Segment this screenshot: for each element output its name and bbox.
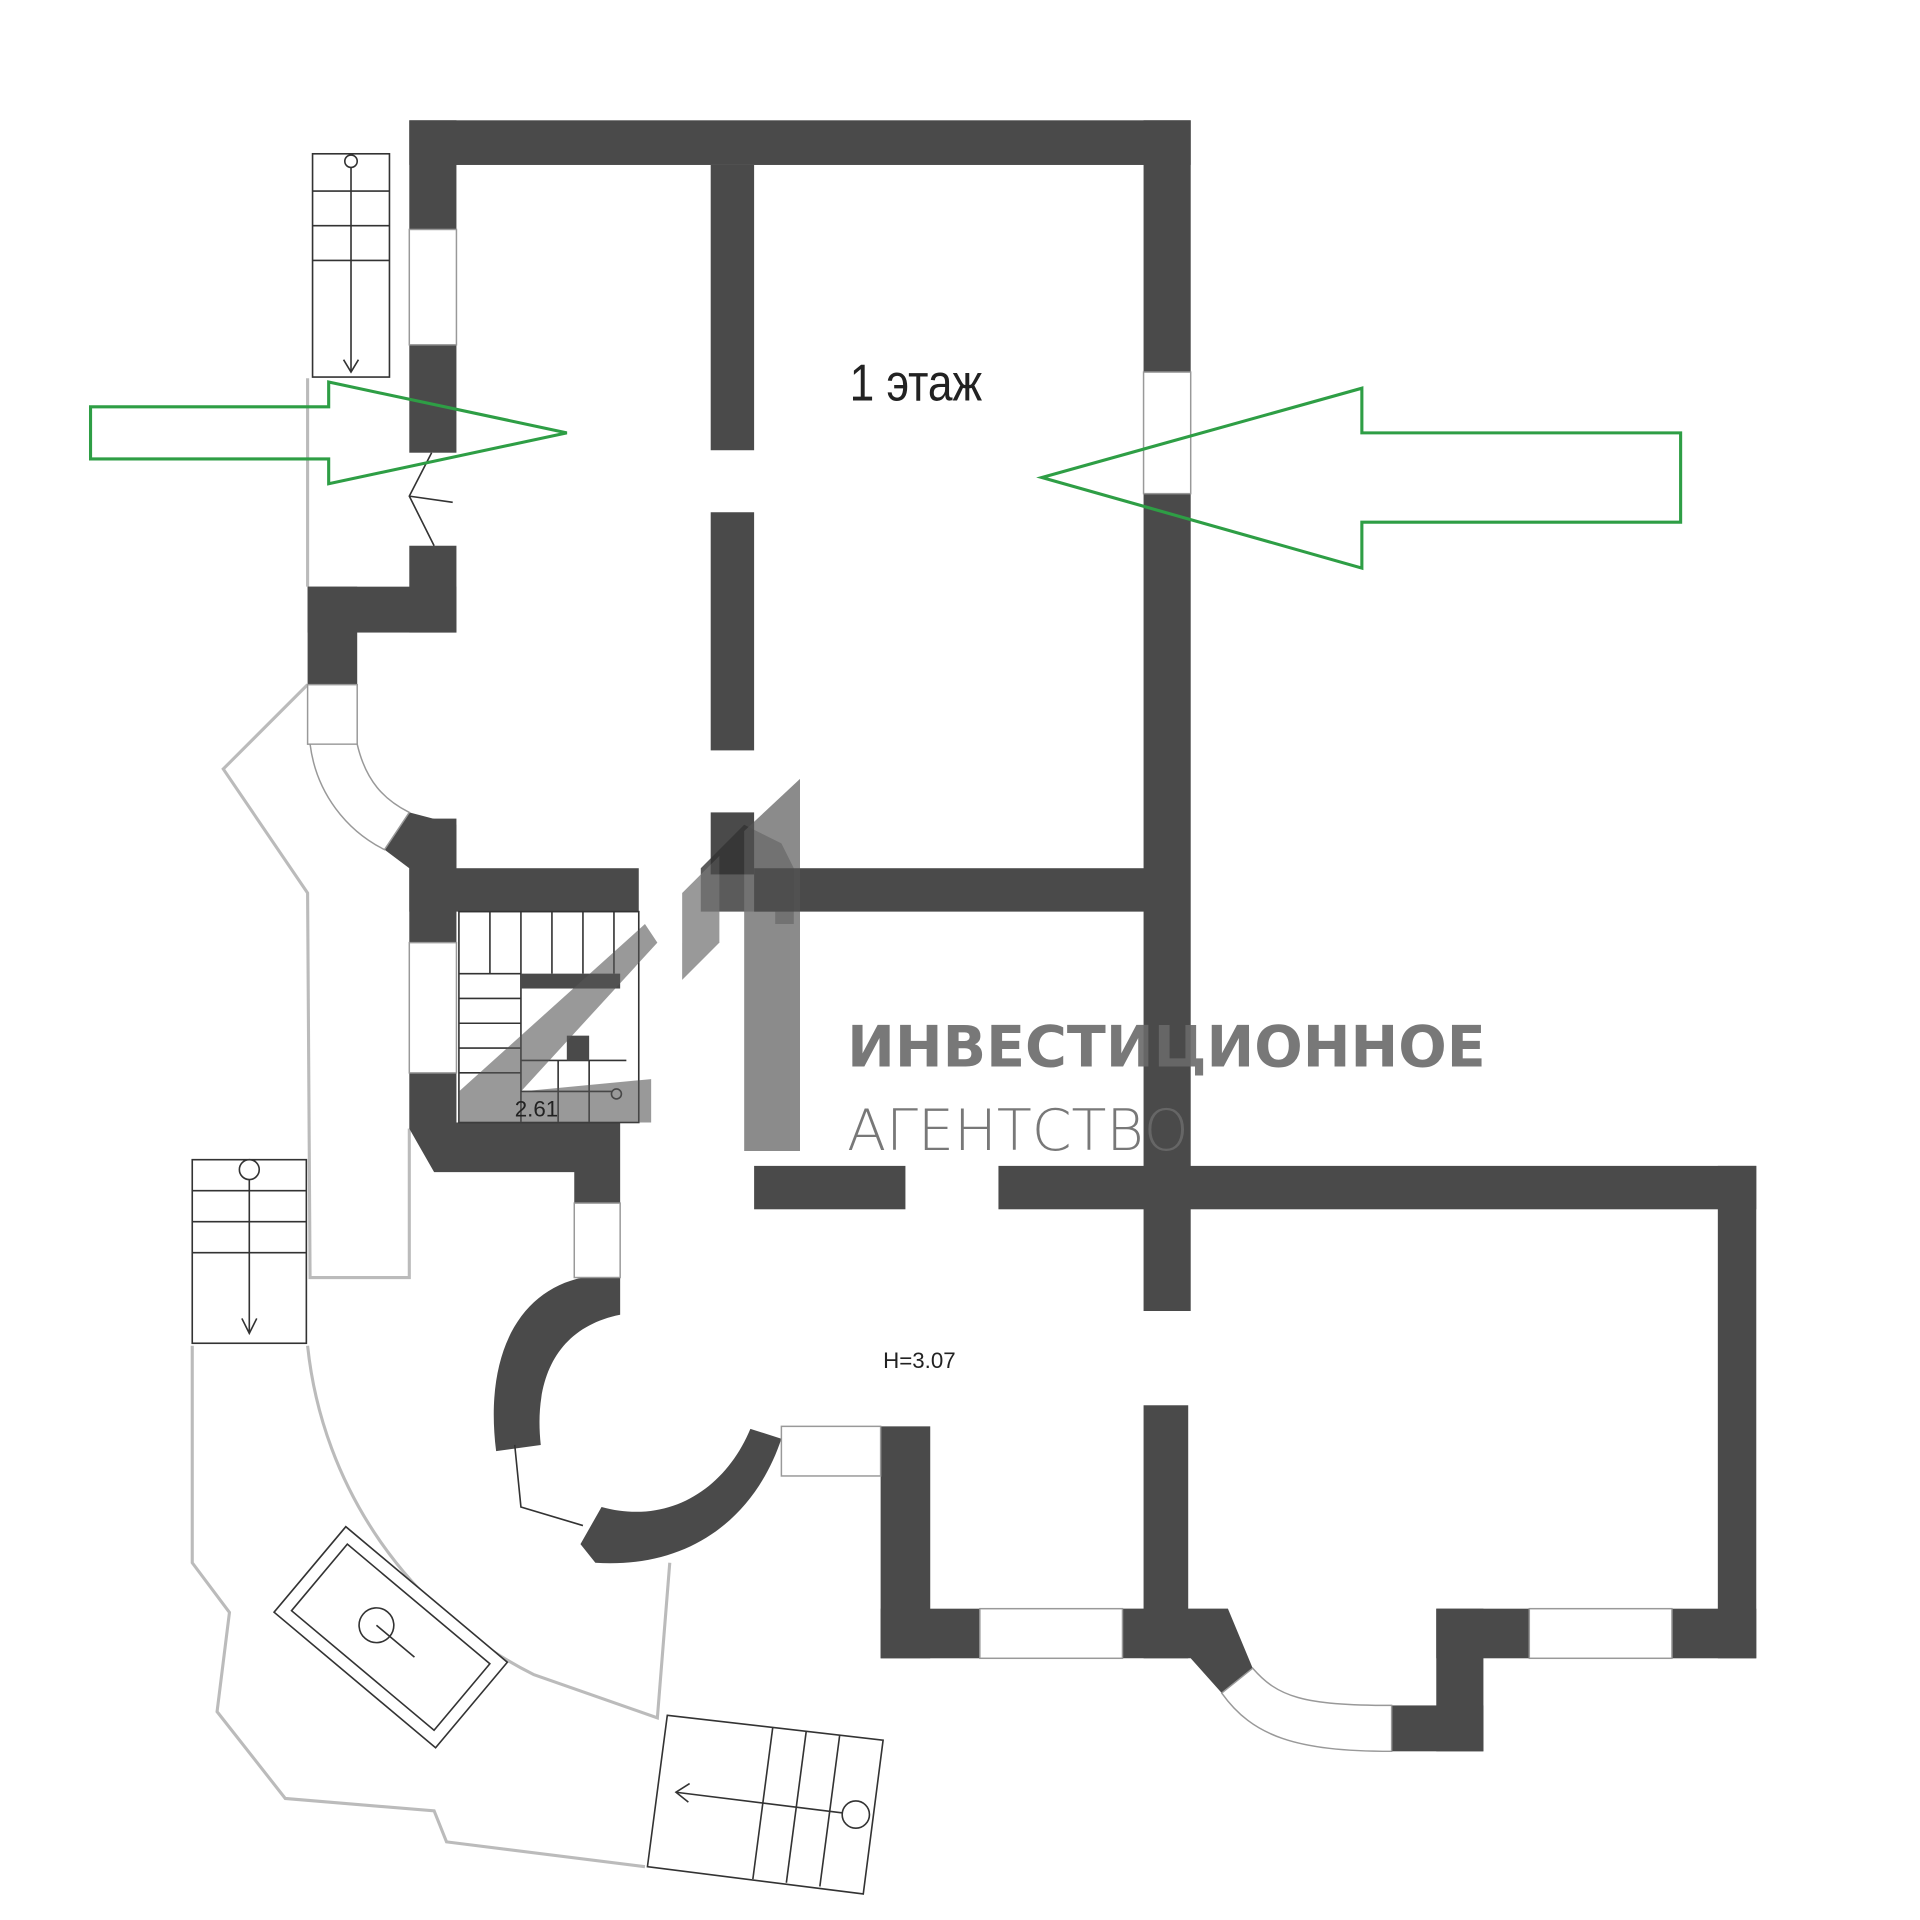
terrace-outline [190,378,672,1869]
watermark-line2: АГЕНТСТВО [847,1098,1189,1164]
floor-label: 1 этаж [850,354,983,412]
ceiling-height-label: Н=3.07 [883,1348,956,1373]
entrance-arrow-right-icon [1036,386,1683,571]
windows [306,228,1673,1753]
stair-bottom-diagonal [272,1525,509,1749]
stair-top-left [311,152,391,378]
stair-bottom-right [646,1714,885,1895]
stair-left-mid [191,1158,308,1345]
watermark-logo-mark [458,778,800,1152]
entrance-arrow-left-icon [88,380,568,486]
doors [408,452,584,1527]
watermark-line1: ИНВЕСТИЦИОННОЕ [847,1015,1486,1081]
walls [307,120,1757,1752]
stair-height-label: 2.61 [515,1096,558,1121]
